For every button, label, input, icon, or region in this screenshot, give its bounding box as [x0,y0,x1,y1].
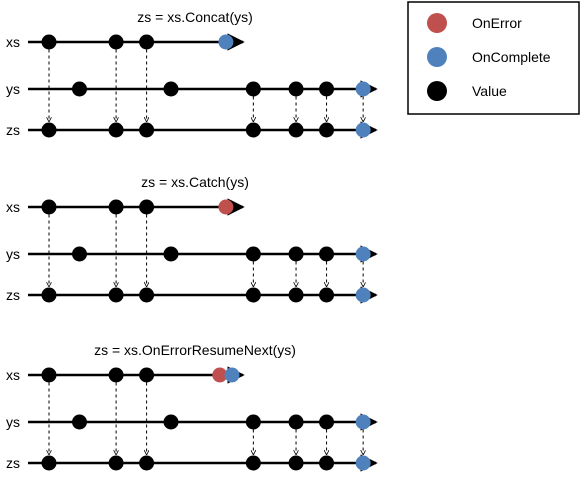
error-marble [212,367,228,383]
complete-marble [355,122,371,138]
value-marble [108,455,124,471]
value-marble [288,81,304,97]
stream-label-xs: xs [6,199,20,215]
complete-marble [355,246,371,262]
value-marble [288,122,304,138]
complete-marble [355,455,371,471]
stream-label-zs: zs [6,122,20,138]
value-marble [319,455,335,471]
panel-title: zs = xs.Concat(ys) [137,9,253,25]
legend-label-complete: OnComplete [472,49,551,65]
value-marble [139,122,155,138]
value-marble [72,81,87,97]
value-marble [319,246,335,262]
value-marble [319,414,335,430]
value-marble [41,199,57,215]
value-marble [139,287,155,303]
panel-1: zs = xs.Catch(ys) xs ys zs [6,174,378,304]
value-marble [108,34,124,50]
value-marble [72,414,87,430]
complete-marble [355,81,371,97]
error-marble [218,199,234,215]
value-marble [245,414,261,430]
stream-label-ys: ys [6,81,20,97]
legend-label-value: Value [472,83,507,99]
value-marble [245,122,261,138]
value-marble [108,122,124,138]
stream-label-zs: zs [6,287,20,303]
value-marble [139,455,155,471]
value-marble [245,81,261,97]
complete-marble-icon [427,47,447,67]
value-marble [319,122,335,138]
value-marble [245,455,261,471]
panel-title: zs = xs.OnErrorResumeNext(ys) [94,342,296,358]
legend-label-error: OnError [472,15,522,31]
stream-label-xs: xs [6,34,20,50]
value-marble [288,455,304,471]
value-marble [41,287,57,303]
stream-label-ys: ys [6,246,20,262]
panel-title: zs = xs.Catch(ys) [141,174,249,190]
value-marble [108,199,124,215]
complete-marble [218,34,234,50]
value-marble [163,414,179,430]
value-marble [288,246,304,262]
panel-2: zs = xs.OnErrorResumeNext(ys) xs ys zs [6,342,378,472]
value-marble [41,367,57,383]
complete-marble [355,414,371,430]
value-marble [163,81,179,97]
value-marble [139,367,155,383]
value-marble [139,34,155,50]
value-marble-icon [427,81,447,101]
value-marble [288,287,304,303]
value-marble [319,287,335,303]
value-marble [163,246,179,262]
stream-label-ys: ys [6,414,20,430]
value-marble [245,287,261,303]
panel-0: zs = xs.Concat(ys) xs ys zs [6,9,378,139]
value-marble [319,81,335,97]
value-marble [288,414,304,430]
complete-marble [355,287,371,303]
value-marble [108,367,124,383]
value-marble [72,246,87,262]
error-marble-icon [427,13,447,33]
value-marble [139,199,155,215]
legend: OnError OnComplete Value [407,1,580,115]
value-marble [41,122,57,138]
value-marble [108,287,124,303]
stream-label-zs: zs [6,455,20,471]
complete-marble [224,367,240,383]
value-marble [245,246,261,262]
value-marble [41,455,57,471]
value-marble [41,34,57,50]
stream-label-xs: xs [6,367,20,383]
